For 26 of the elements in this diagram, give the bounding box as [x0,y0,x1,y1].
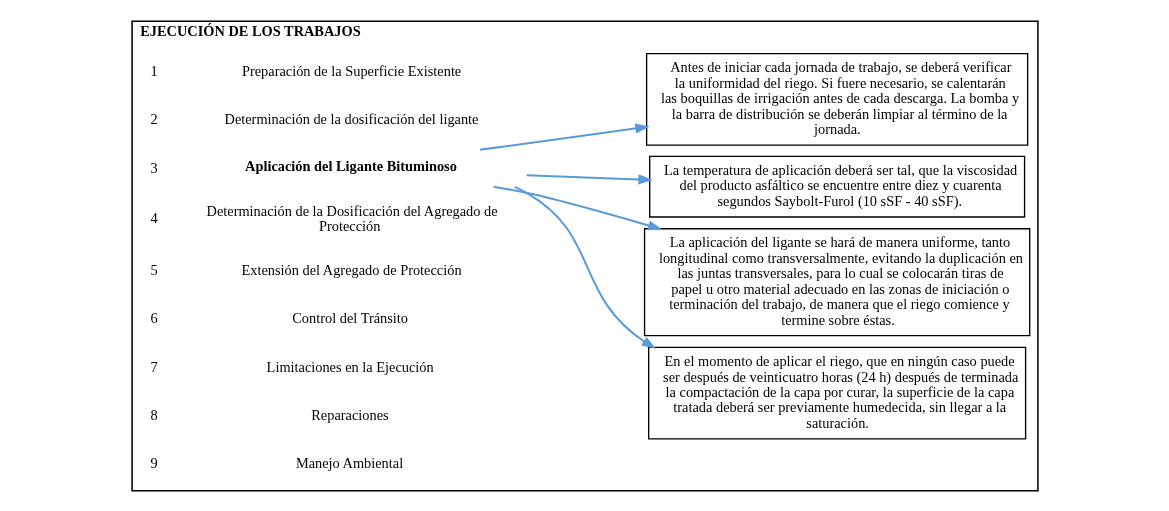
node-text: Limitaciones en la Ejecución [266,358,434,375]
node-box: La aplicación del ligante se hará de manera uniforme, tanto longitudinal como transversalmente, evitando la duplicación en las juntas transversales, para lo cual se colocarán tiras de papel u otro material adecuado en las zonas de iniciación o terminación del trabajo, de manera que el riego comience y termine sobre éstas. [643,227,1030,336]
node-text: Preparación de la Superficie Existente [241,62,461,79]
node-label: 8 [150,406,158,423]
node-box: La temperatura de aplicación deberá ser tal, que la viscosidad del producto asfáltico se encuentre entre diez y cuarenta segundos Saybolt-Furol (10 sSF - 40 sSF). [648,155,1025,218]
node-label: 9 [150,454,158,471]
node-label: 4 [150,209,158,226]
node-text: Control del Tránsito [291,309,408,326]
arrow [526,173,653,184]
arrow [492,185,662,230]
node-label: 1 [150,62,158,79]
node-text: Determinación de la Dosificación del Agregado de Protección [206,202,498,234]
node-text: Extensión del Agregado de Protección [240,261,462,278]
arrow [479,122,650,151]
node-label: 6 [150,309,158,326]
node-label: 2 [150,110,158,127]
node-label: 3 [150,159,158,175]
node-box: Antes de iniciar cada jornada de trabajo, se deberá verificar la uniformidad del riego. Si fuere necesario, se calentarán las boquillas de irrigación antes de cada descarga. La bomba y la barra de distribución se deberán limpiar al término de la jornada. [645,52,1028,146]
node-box: En el momento de aplicar el riego, que en ningún caso puede ser después de veinticuatro horas (24 h) después de terminada la compactación de la capa por curar, la superficie de la capa tratada deberá ser previamente humedecida, sin llegar a la saturación. [647,346,1026,439]
node-text: Reparaciones [310,406,389,423]
node-text: Determinación de la dosificación del ligante [224,110,478,127]
node-text: Manejo Ambiental [295,454,403,471]
node-text: Aplicación del Ligante Bituminoso [244,157,457,174]
node-label: 5 [150,261,158,278]
arrow [513,185,656,349]
node-label: 7 [150,358,158,375]
